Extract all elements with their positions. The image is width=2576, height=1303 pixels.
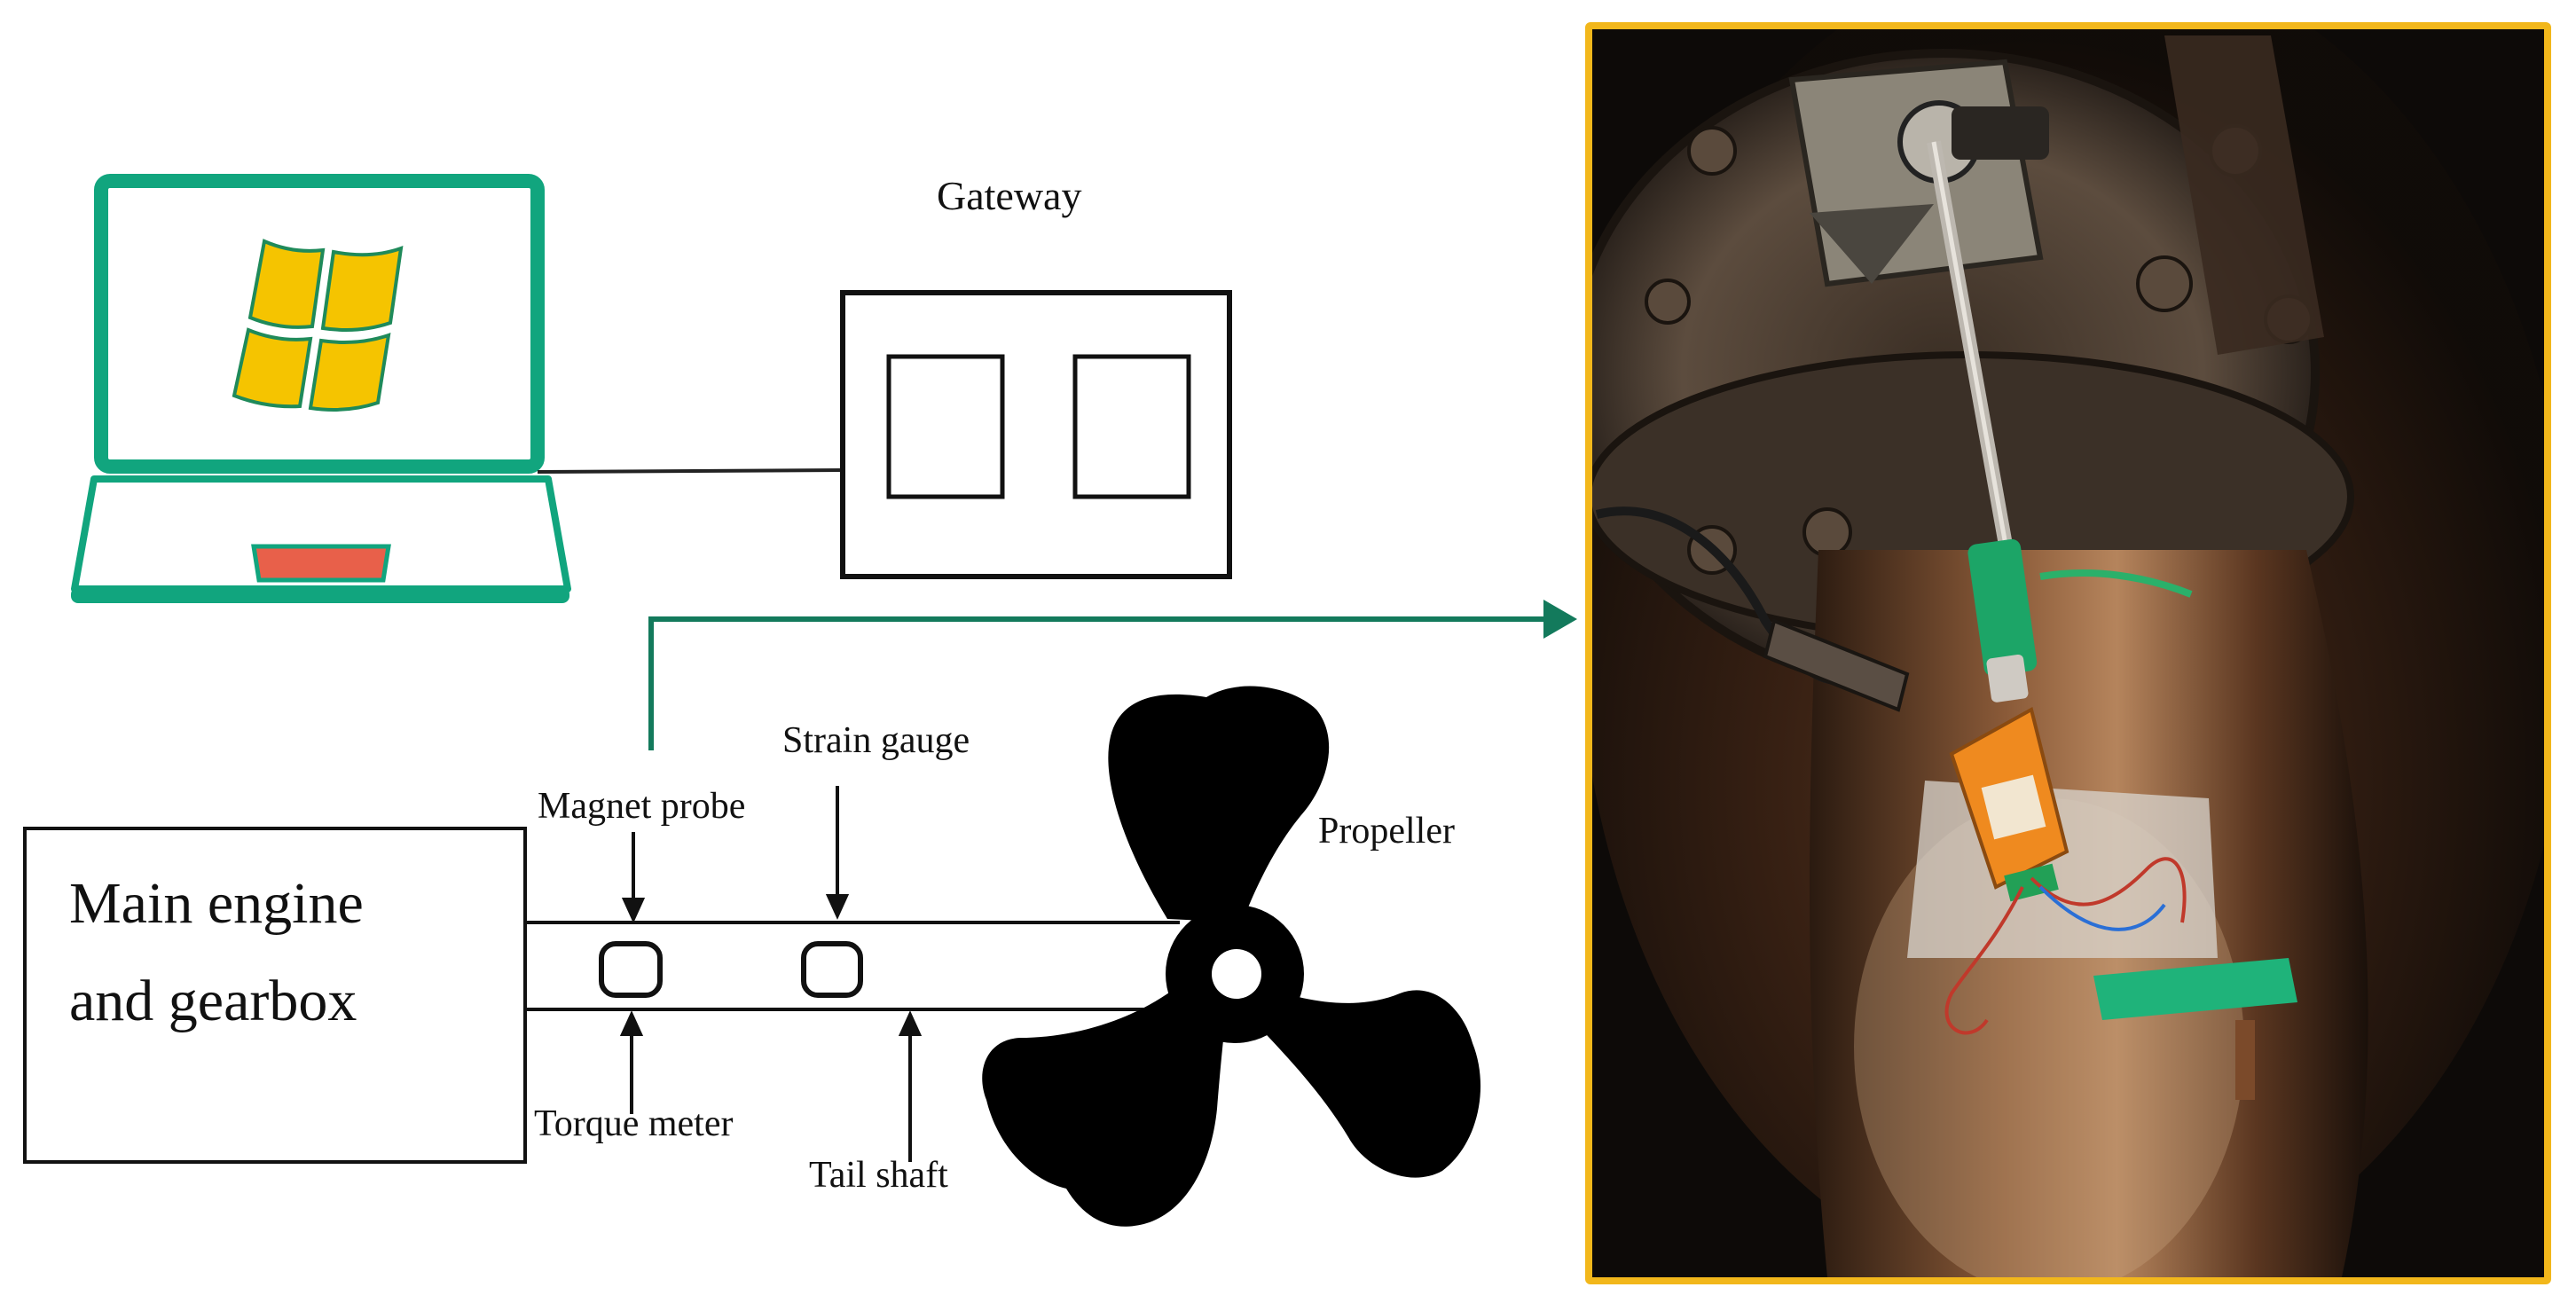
main-engine-box	[23, 827, 527, 1164]
engine-label-line2: and gearbox	[69, 969, 357, 1033]
strain-gauge-label: Strain gauge	[782, 720, 970, 761]
gateway-box	[840, 290, 1232, 579]
magnet-probe-label: Magnet probe	[538, 786, 745, 827]
gateway-label: Gateway	[937, 173, 1081, 218]
windows-logo-icon	[232, 239, 404, 412]
photo-link-arrow	[648, 600, 1577, 750]
strain-gauge-sensor	[801, 941, 863, 998]
torque-meter-label: Torque meter	[534, 1103, 733, 1144]
trackpad	[251, 544, 391, 583]
propeller-hub-hole	[1212, 949, 1261, 999]
propeller-label: Propeller	[1318, 811, 1455, 852]
laptop-gateway-link	[537, 468, 844, 474]
engine-label-line1: Main engine	[69, 871, 364, 936]
propeller-icon	[982, 686, 1481, 1227]
annotation-arrows	[619, 786, 923, 1162]
sensor-installation-photo	[1585, 22, 2551, 1284]
tail-shaft-label: Tail shaft	[809, 1155, 948, 1196]
tail-shaft	[525, 921, 1180, 1011]
magnet-probe-sensor	[599, 941, 663, 998]
laptop-icon	[71, 174, 571, 603]
